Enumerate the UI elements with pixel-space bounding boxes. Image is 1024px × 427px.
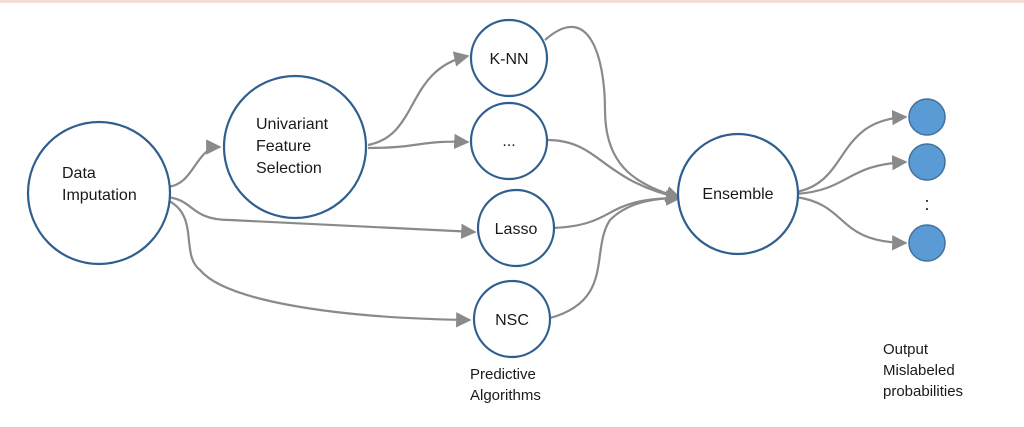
label-feature-selection: Univariant Feature Selection bbox=[256, 116, 332, 177]
edge-ensemble-to-output-3 bbox=[795, 195, 908, 251]
node-nsc bbox=[472, 279, 552, 359]
edge-ensemble-to-output-1 bbox=[795, 109, 908, 194]
node-lasso bbox=[476, 188, 556, 268]
output-dot-3 bbox=[908, 224, 946, 262]
edges bbox=[166, 25, 908, 328]
node-ensemble bbox=[676, 132, 800, 256]
nodes bbox=[26, 18, 800, 359]
output-dots bbox=[908, 98, 946, 262]
caption-output: Output Mislabeled probabilities bbox=[883, 341, 963, 400]
label-data-imputation: Data Imputation bbox=[62, 165, 137, 204]
top-divider bbox=[0, 0, 1024, 3]
label-knn: K-NN bbox=[489, 51, 528, 68]
caption-predictive-algorithms: Predictive Algorithms bbox=[470, 366, 541, 404]
edge-imputation-to-selection bbox=[166, 139, 222, 189]
node-labels: Data Imputation Univariant Feature Selec… bbox=[62, 51, 930, 329]
label-nsc: NSC bbox=[495, 312, 529, 329]
label-ellipsis: ... bbox=[502, 133, 515, 150]
node-feature-selection bbox=[222, 74, 368, 220]
edge-selection-to-ellipsis bbox=[367, 133, 470, 150]
edge-ellipsis-to-ensemble bbox=[546, 138, 682, 203]
label-output-ellipsis: : bbox=[924, 194, 929, 214]
edge-imputation-to-lasso bbox=[166, 195, 477, 240]
edge-nsc-to-ensemble bbox=[549, 190, 682, 320]
label-lasso: Lasso bbox=[495, 221, 538, 238]
node-knn bbox=[469, 18, 549, 98]
captions: Predictive Algorithms Output Mislabeled … bbox=[470, 341, 963, 404]
edge-knn-to-ensemble bbox=[544, 25, 682, 202]
edge-ensemble-to-output-2 bbox=[795, 154, 908, 196]
edge-imputation-to-nsc bbox=[166, 198, 472, 328]
node-data-imputation bbox=[26, 120, 172, 266]
edge-lasso-to-ensemble bbox=[552, 190, 682, 230]
edge-selection-to-knn bbox=[367, 51, 470, 147]
label-ensemble: Ensemble bbox=[702, 186, 773, 203]
output-dot-2 bbox=[908, 143, 946, 181]
output-dot-1 bbox=[908, 98, 946, 136]
node-ellipsis bbox=[469, 101, 549, 181]
